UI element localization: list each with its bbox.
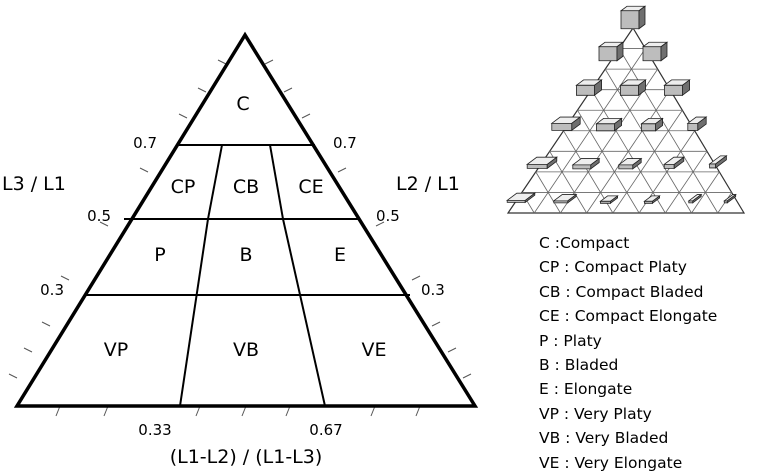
- lattice-line: [612, 109, 683, 214]
- block-shape: [552, 193, 578, 204]
- block-shapes: [506, 5, 737, 205]
- divider-left-upper: [207, 144, 223, 220]
- triangle-outline: [13, 31, 479, 408]
- right-tick-label: 0.7: [333, 134, 357, 152]
- legend-item-e: E : Elongate: [539, 380, 633, 399]
- grid-lines: [85, 144, 410, 407]
- left-tick-label: 0.3: [40, 281, 64, 299]
- right-tick-label: 0.3: [421, 281, 445, 299]
- region-cb: CB: [233, 176, 259, 198]
- block-shape: [617, 157, 643, 170]
- region-e: E: [334, 244, 346, 266]
- region-ce: CE: [298, 176, 323, 198]
- lattice-line: [577, 110, 640, 214]
- right-tick-label: 0.5: [376, 207, 400, 225]
- legend-item-cp: CP : Compact Platy: [539, 258, 687, 277]
- block-shape: [723, 193, 737, 204]
- block-shape: [506, 192, 536, 204]
- legend-item-c: C :Compact: [539, 234, 630, 252]
- legend-item-ve: VE : Very Elongate: [539, 453, 683, 472]
- legend-item-vp: VP : Very Platy: [539, 404, 652, 423]
- block-shape: [643, 195, 661, 205]
- block-shape: [663, 79, 691, 97]
- block-shape: [686, 116, 708, 132]
- lattice-line: [533, 48, 646, 214]
- block-shape: [640, 117, 664, 132]
- block-shape: [619, 79, 647, 97]
- region-p: P: [154, 244, 165, 266]
- block-shape: [550, 116, 582, 132]
- legend-item-cb: CB : Compact Bladed: [539, 282, 704, 301]
- bottom-axis-title: (L1-L2) / (L1-L3): [170, 446, 323, 468]
- legend-list: C :Compact CP : Compact Platy CB : Compa…: [539, 231, 717, 475]
- region-c: C: [236, 93, 249, 115]
- region-b: B: [239, 244, 252, 266]
- lattice-grid: [521, 48, 732, 214]
- lattice-line: [618, 48, 719, 214]
- region-cp: CP: [171, 176, 196, 198]
- block-shape: [571, 157, 601, 170]
- left-tick-label: 0.7: [133, 134, 157, 152]
- legend-item-p: P : Platy: [539, 331, 602, 350]
- divider-left-lower: [179, 218, 209, 407]
- outer-ticks: [8, 59, 472, 417]
- block-shape: [708, 155, 728, 169]
- region-labels: C CP CB CE P B E VP VB VE: [104, 93, 387, 361]
- lattice-line: [604, 68, 692, 214]
- block-shape: [595, 117, 623, 132]
- divider-right-upper: [269, 144, 284, 220]
- legend-item-ce: CE : Compact Elongate: [539, 307, 718, 326]
- block-shape: [597, 41, 625, 62]
- lattice-line: [665, 151, 708, 214]
- shape-illustration: [506, 5, 746, 214]
- left-axis-title: L3 / L1: [2, 173, 66, 195]
- block-shape: [575, 79, 603, 97]
- region-vb: VB: [233, 339, 259, 361]
- divider-right-lower: [282, 218, 326, 407]
- region-vp: VP: [104, 339, 128, 361]
- ternary-diagram: C CP CB CE P B E VP VB VE 0.7 0.5 0.3 0.…: [2, 31, 479, 468]
- block-shape: [619, 5, 647, 30]
- bottom-tick-label: 0.67: [309, 421, 342, 439]
- block-shape: [641, 41, 669, 62]
- bottom-tick-label: 0.33: [138, 421, 171, 439]
- block-shape: [687, 193, 703, 204]
- right-axis-title: L2 / L1: [396, 173, 460, 195]
- legend-item-b: B : Bladed: [539, 356, 619, 375]
- block-shape: [663, 156, 685, 170]
- block-shape: [599, 195, 619, 205]
- region-ve: VE: [361, 339, 386, 361]
- legend-item-vb: VB : Very Bladed: [539, 429, 669, 448]
- left-tick-label: 0.5: [87, 207, 111, 225]
- tick-labels: 0.7 0.5 0.3 0.7 0.5 0.3 0.33 0.67: [40, 134, 445, 439]
- block-shape: [526, 156, 558, 170]
